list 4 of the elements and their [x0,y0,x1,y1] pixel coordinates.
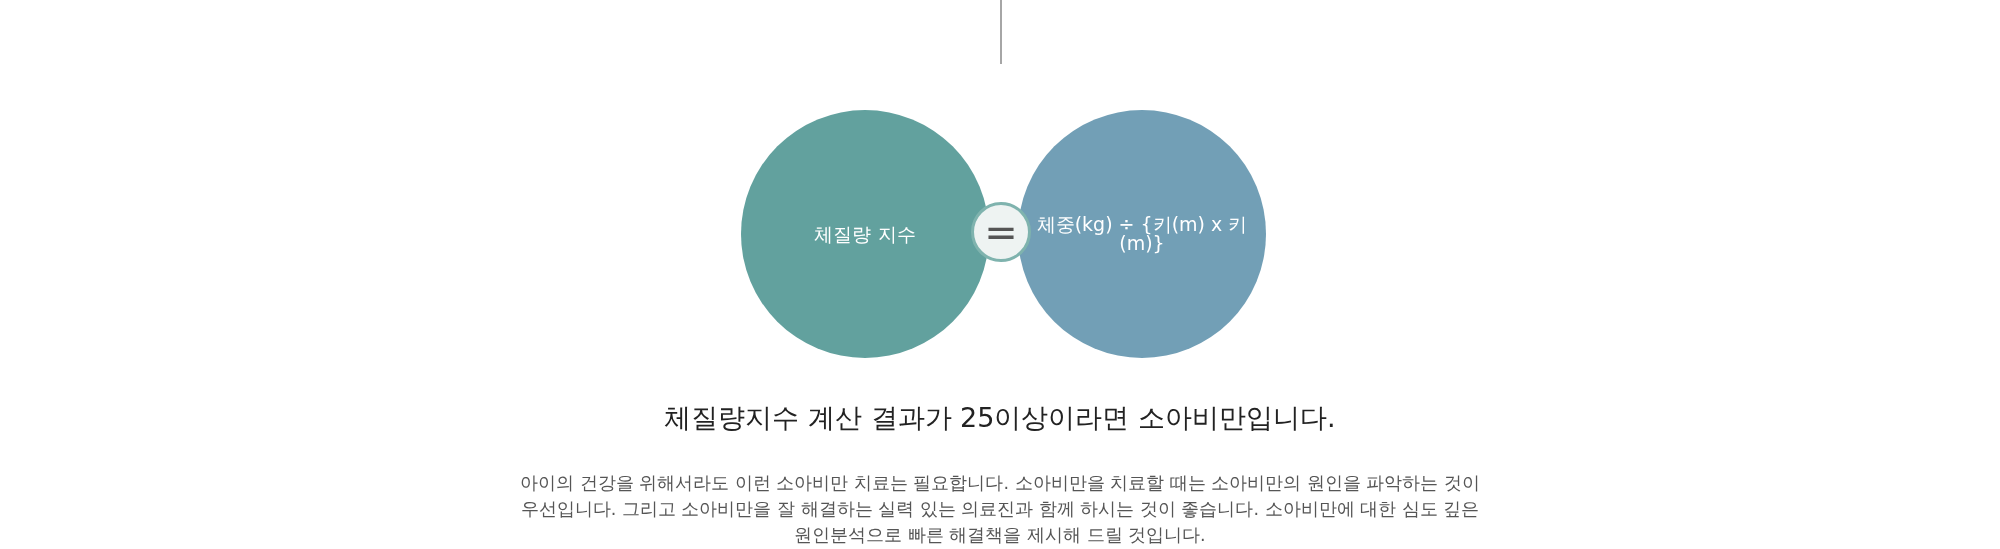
formula-circle: 체중(kg) ÷ {키(m) x 키(m)} [1018,110,1266,358]
body-paragraph: 아이의 건강을 위해서라도 이런 소아비만 치료는 필요합니다. 소아비만을 치료할 때는 소아비만의 원인을 파악하는 것이 우선입니다. 그리고 소아비만을 잘 해결하는 실력 있는 의료진과 함께 하시는 것이 좋습니다. 소아비만에 대한 심도 깊은 원인분석으로 빠른 해결책을 제시해 드릴 것입니다. [520,472,1480,547]
term-circle: 체질량 지수 [741,110,989,358]
heading-text: 체질량지수 계산 결과가 25이상이라면 소아비만입니다. [663,401,1337,435]
